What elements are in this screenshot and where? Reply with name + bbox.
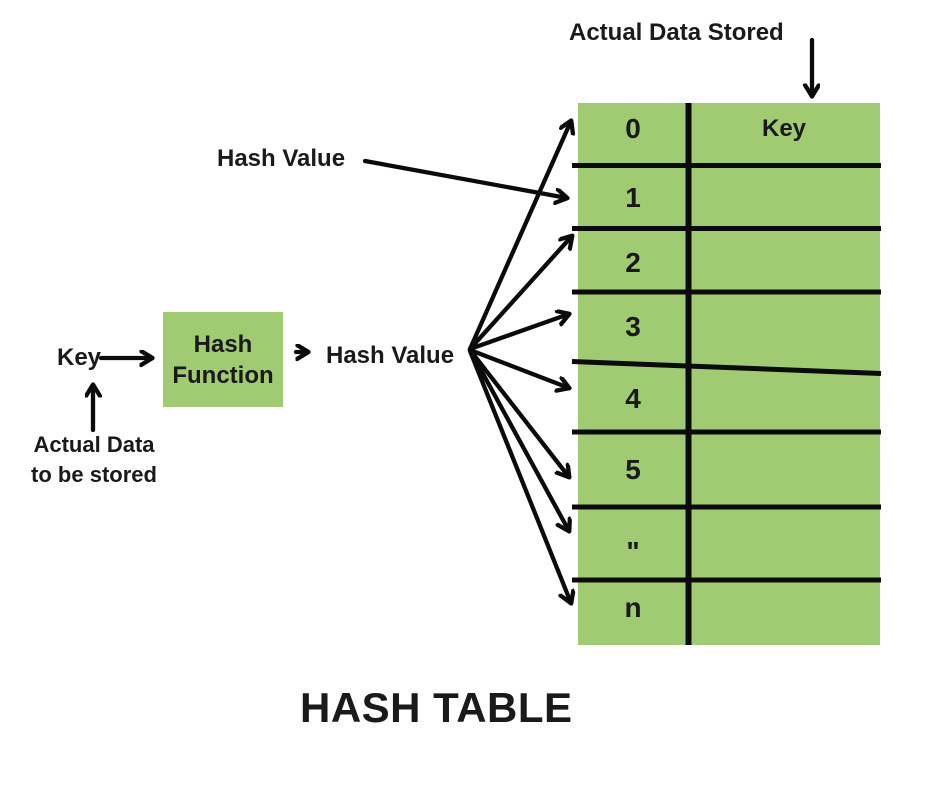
table-divider-row3-row4	[571, 359, 882, 376]
row-index-3: 3	[625, 311, 641, 342]
row-index-0: 0	[625, 113, 641, 144]
hash-function-box-line2: Function	[172, 361, 274, 389]
arrow-hash-value-to-row4	[467, 347, 569, 388]
arrow-hash-value-to-row2	[467, 236, 572, 352]
actual-data-note-line2: to be stored	[31, 462, 157, 487]
arrow-hash-value-to-row5	[467, 347, 569, 477]
row-index-5: 5	[625, 454, 641, 485]
row-index-4: 4	[625, 383, 641, 414]
arrow-hash-value-label-to-row1	[362, 158, 567, 198]
hash-value-output-label: Hash Value	[326, 342, 455, 369]
actual-data-note: Actual Data to be stored	[14, 430, 174, 490]
row-index-ditto: "	[626, 536, 640, 567]
hash-value-pointer-label: Hash Value	[217, 145, 346, 172]
actual-data-note-line1: Actual Data	[33, 432, 155, 457]
row-index-1: 1	[625, 182, 641, 213]
table-key-cell: Key	[761, 115, 807, 142]
diagram-title: HASH TABLE	[300, 684, 573, 731]
arrow-hash-value-to-row6	[467, 347, 569, 531]
row-index-n: n	[624, 592, 642, 623]
arrow-hash-value-to-row0	[467, 121, 571, 352]
actual-data-stored-label: Actual Data Stored	[569, 19, 784, 46]
hash-function-box: Hash Function	[163, 312, 283, 407]
key-label: Key	[57, 344, 102, 371]
arrow-hash-value-to-rown	[467, 348, 571, 603]
hash-function-box-line1: Hash	[193, 330, 253, 358]
arrow-hash-value-to-row3	[467, 314, 569, 352]
row-index-2: 2	[625, 247, 641, 278]
